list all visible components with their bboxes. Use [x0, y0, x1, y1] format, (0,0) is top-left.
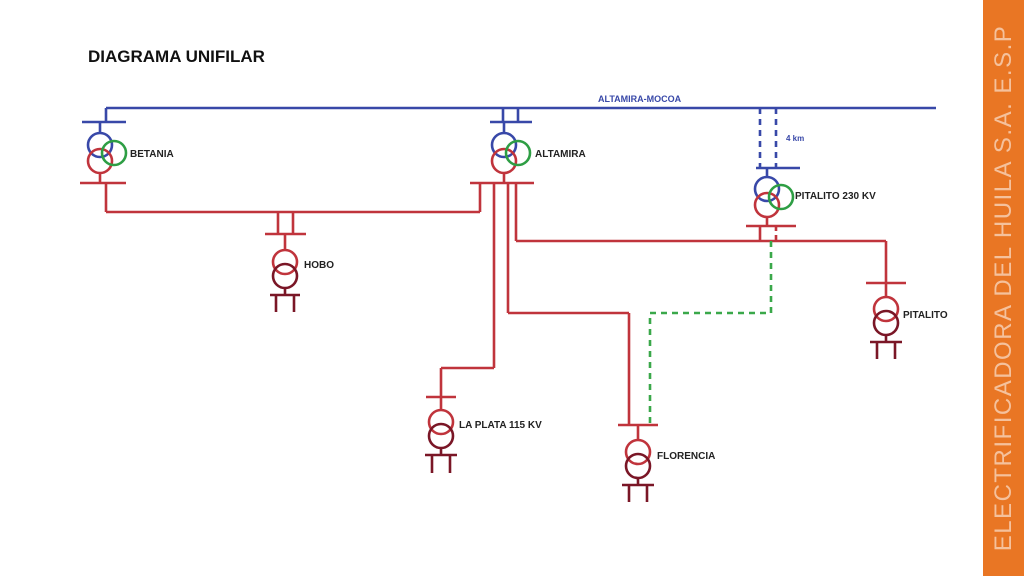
label-pitalito: PITALITO — [903, 310, 948, 321]
pitalito-230-dashed-tap — [758, 108, 778, 168]
transformer-la-plata — [425, 397, 457, 473]
transformer-hobo — [270, 234, 300, 312]
single-line-diagram: ALTAMIRA-MOCOA 4 km — [80, 94, 948, 502]
company-band — [983, 0, 1024, 576]
transformer-pitalito — [870, 283, 902, 359]
label-pitalito-230: PITALITO 230 KV — [795, 191, 876, 202]
dashed-link-pitalito-florencia — [648, 241, 773, 425]
label-la-plata: LA PLATA 115 KV — [459, 420, 542, 431]
label-altamira: ALTAMIRA — [535, 149, 586, 160]
transformer-florencia — [622, 425, 654, 502]
label-betania: BETANIA — [130, 149, 174, 160]
distance-label: 4 km — [786, 134, 804, 143]
line-label-altamira-mocoa: ALTAMIRA-MOCOA — [598, 94, 682, 104]
mv-network — [80, 181, 906, 427]
transformer-altamira — [490, 122, 532, 183]
label-hobo: HOBO — [304, 260, 334, 271]
page-title: DIAGRAMA UNIFILAR — [88, 47, 265, 66]
transformer-betania — [86, 122, 128, 183]
label-florencia: FLORENCIA — [657, 451, 715, 462]
transformer-pitalito-230 — [753, 168, 795, 226]
company-name: ELECTRIFICADORA DEL HUILA S.A. E.S.P — [990, 24, 1017, 552]
hv-network — [82, 106, 936, 170]
